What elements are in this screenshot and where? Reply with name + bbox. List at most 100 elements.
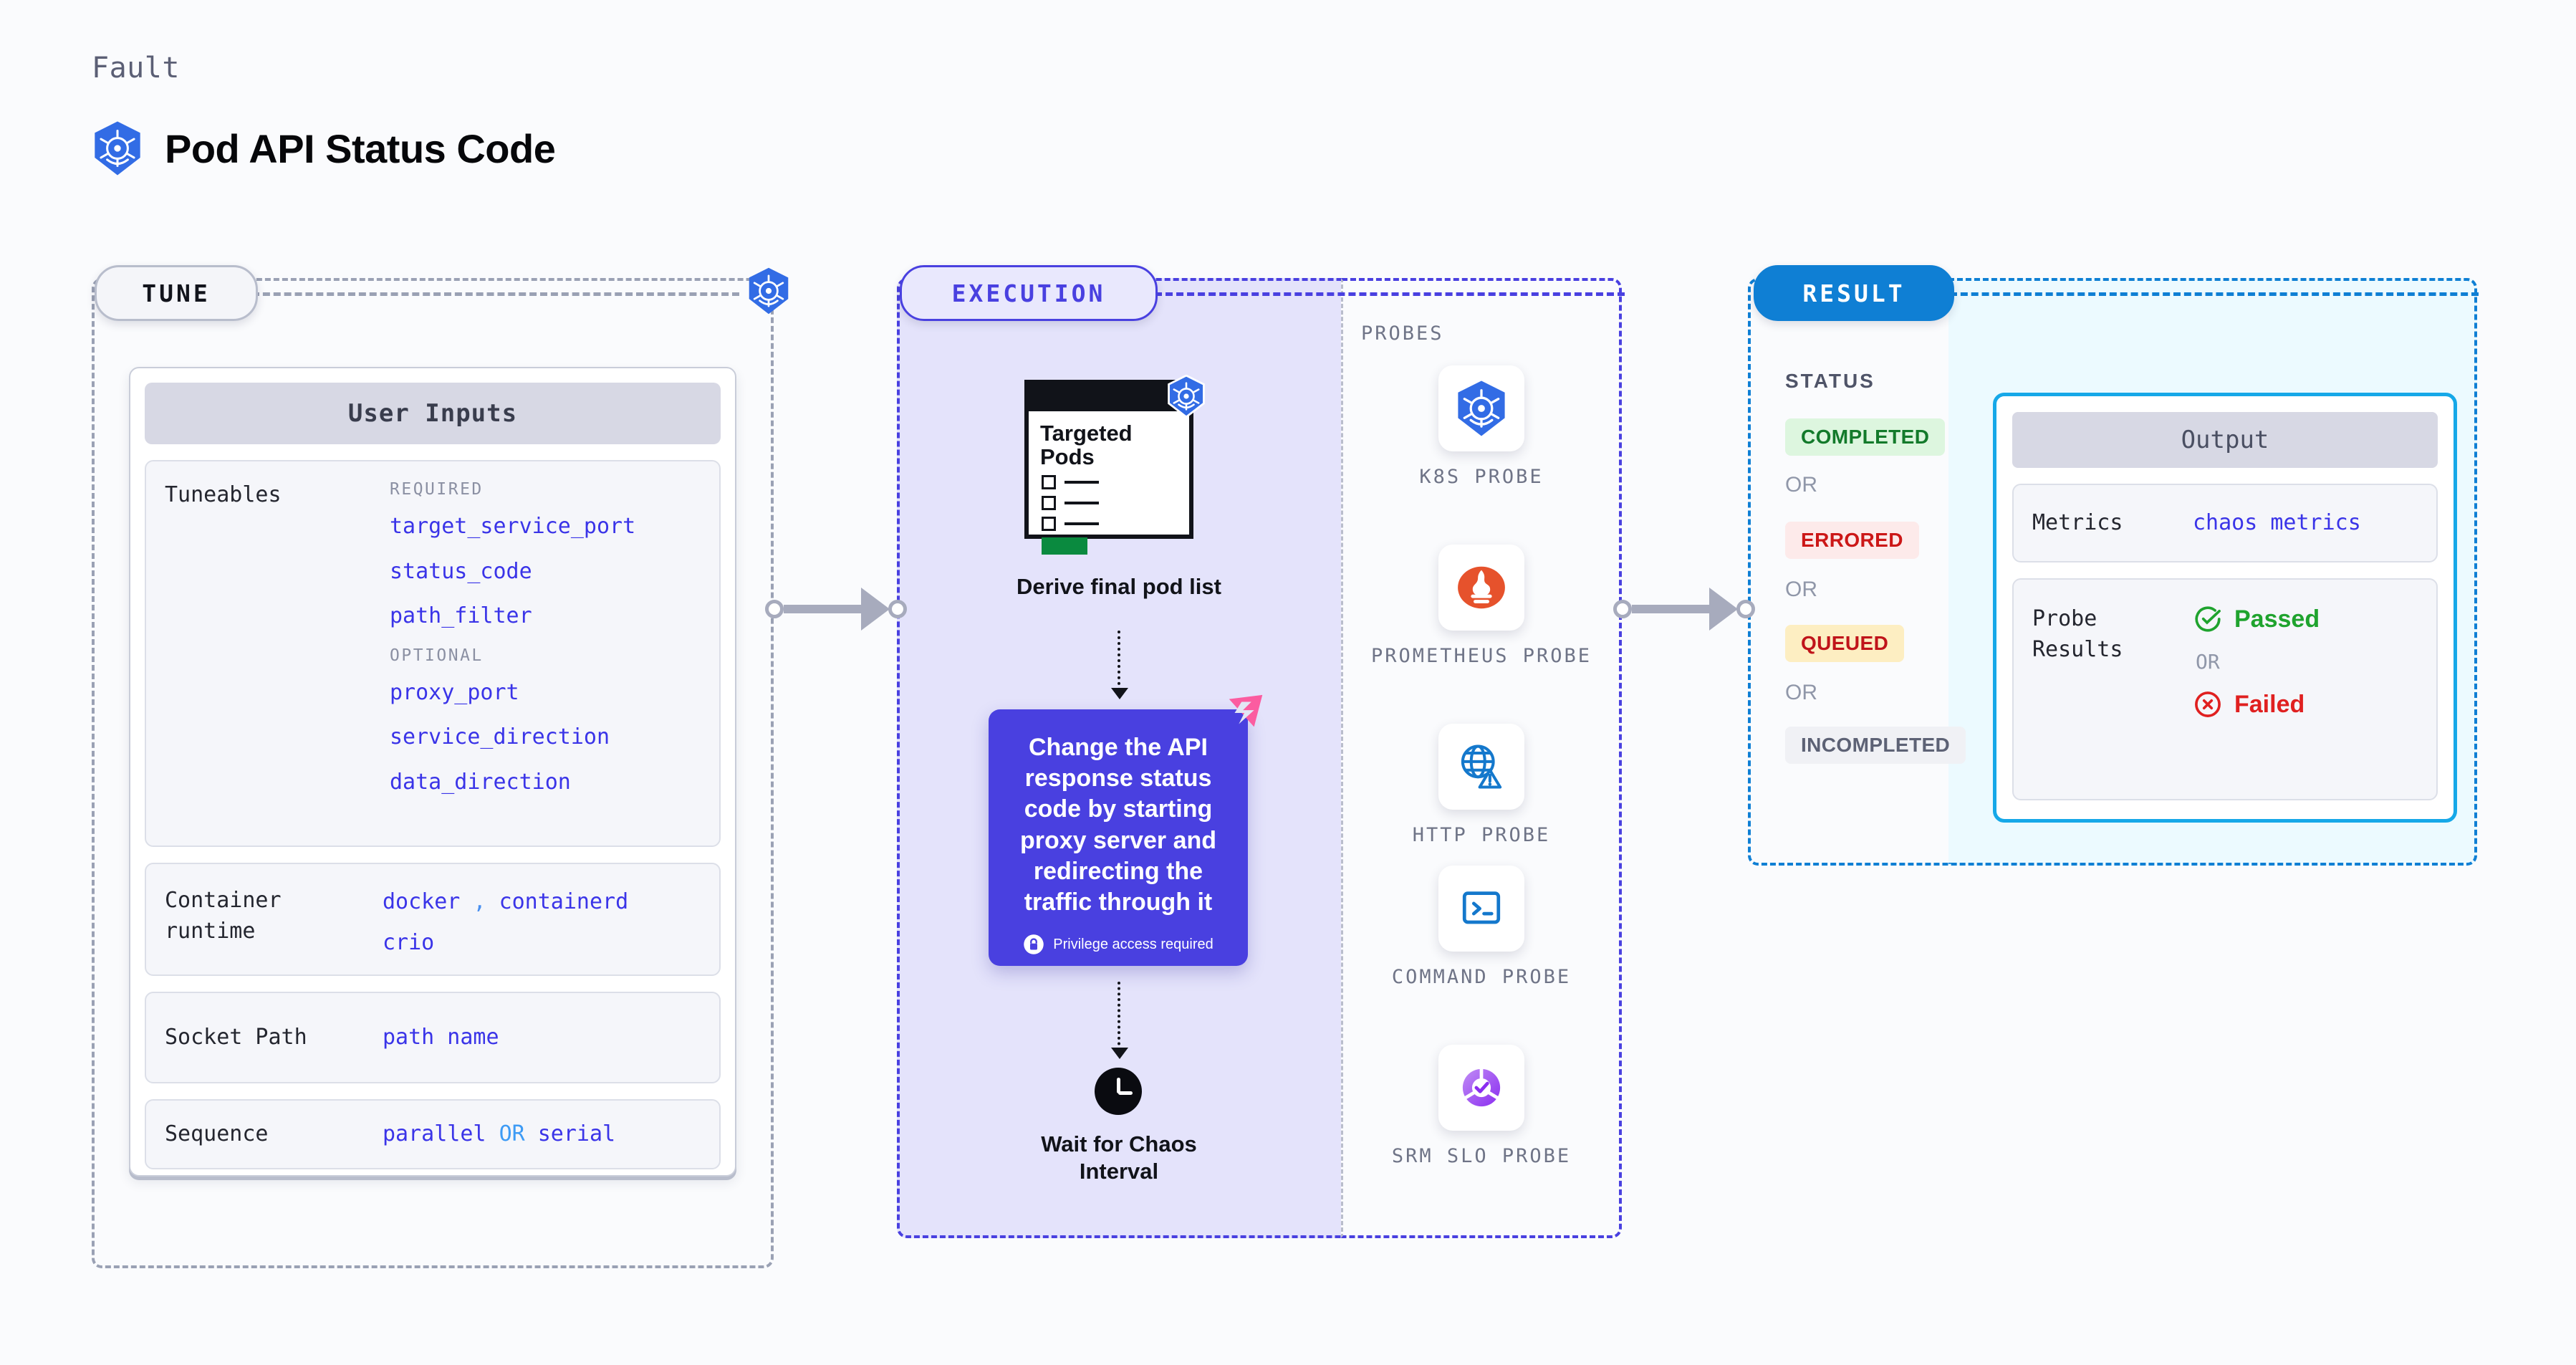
action-description: Change the API response status code by s… (1019, 734, 1217, 916)
kubernetes-icon (1166, 374, 1206, 421)
socket-path-row: Socket Path path name (145, 992, 721, 1083)
container-runtime-label: Container runtime (165, 888, 282, 944)
kubernetes-icon (1438, 365, 1524, 451)
probe-failed: Failed (2193, 689, 2436, 719)
litmus-chaos-icon (1224, 691, 1268, 739)
status-badge-incompleted: INCOMPLETED (1785, 727, 1966, 764)
tuneables-block: Tuneables REQUIRED target_service_port s… (145, 460, 721, 847)
probe-srm-slo[interactable]: SRM SLO PROBE (1341, 1045, 1622, 1169)
x-circle-icon (2193, 689, 2223, 719)
socket-path-value[interactable]: path name (383, 1024, 499, 1050)
sequence-parallel[interactable]: parallel (383, 1121, 486, 1146)
tune-phase-frame (92, 278, 774, 1268)
status-badge-completed: COMPLETED (1785, 418, 1946, 456)
execution-phase-label: EXECUTION (900, 265, 1158, 321)
list-item (1042, 474, 1189, 489)
flow-arrow-tune-to-execution (765, 588, 907, 631)
status-or-2: OR (1785, 578, 1817, 601)
tuneables-label: Tuneables (165, 482, 282, 507)
probe-k8s[interactable]: K8S PROBE (1341, 365, 1622, 490)
privilege-note: Privilege access required (1007, 934, 1229, 955)
kubernetes-icon (92, 120, 143, 176)
document-title-bar (1024, 380, 1193, 411)
probe-failed-text: Failed (2234, 690, 2305, 718)
status-badge-queued: QUEUED (1785, 625, 1905, 662)
flow-arrow-execution-to-result (1613, 588, 1755, 631)
tune-phase-label: TUNE (95, 265, 258, 321)
tune-divider-line (252, 292, 739, 296)
metrics-value[interactable]: chaos metrics (2193, 509, 2361, 535)
sequence-label: Sequence (165, 1121, 269, 1146)
probe-label: HTTP PROBE (1412, 824, 1551, 846)
probe-label: COMMAND PROBE (1391, 966, 1572, 988)
runtime-containerd[interactable]: containerd (499, 889, 629, 914)
status-section-label: STATUS (1785, 370, 1875, 392)
status-or-1: OR (1785, 473, 1817, 497)
terminal-icon (1438, 866, 1524, 952)
list-item (1042, 516, 1189, 531)
tuneable-service-direction[interactable]: service_direction (390, 724, 610, 749)
pods-checklist (1029, 469, 1189, 531)
srm-slo-icon (1438, 1045, 1524, 1131)
sequence-joiner: OR (499, 1121, 525, 1146)
user-inputs-title: User Inputs (145, 383, 721, 444)
status-badge-errored: ERRORED (1785, 522, 1919, 559)
prometheus-icon (1438, 545, 1524, 631)
globe-warning-icon (1438, 724, 1524, 810)
tuneable-path-filter[interactable]: path_filter (390, 603, 532, 628)
probe-http[interactable]: HTTP PROBE (1341, 724, 1622, 848)
lock-icon (1023, 934, 1044, 955)
status-or-3: OR (1785, 681, 1817, 704)
probes-frame (1341, 278, 1622, 1238)
tuneable-target-service-port[interactable]: target_service_port (390, 514, 636, 539)
kubernetes-icon (746, 267, 791, 319)
socket-path-label: Socket Path (165, 1024, 307, 1050)
page-title: Pod API Status Code (165, 125, 556, 171)
tuneable-status-code[interactable]: status_code (390, 558, 532, 584)
metrics-label: Metrics (2032, 509, 2123, 535)
output-title: Output (2012, 412, 2438, 468)
runtime-docker[interactable]: docker (383, 889, 461, 914)
fault-eyebrow: Fault (92, 52, 180, 85)
required-tag: REQUIRED (390, 480, 484, 499)
probe-label: K8S PROBE (1419, 466, 1544, 488)
runtime-crio[interactable]: crio (383, 929, 435, 955)
sequence-serial[interactable]: serial (537, 1121, 616, 1146)
privilege-note-text: Privilege access required (1053, 936, 1213, 952)
tuneable-proxy-port[interactable]: proxy_port (390, 679, 519, 705)
result-phase-frame (1748, 278, 1948, 866)
probe-passed: Passed (2193, 604, 2436, 634)
connector-action-to-wait (1111, 982, 1128, 1059)
probe-label: SRM SLO PROBE (1391, 1145, 1572, 1167)
probe-command[interactable]: COMMAND PROBE (1341, 866, 1622, 990)
check-circle-icon (2193, 604, 2223, 634)
derive-pod-list-caption: Derive final pod list (1017, 574, 1221, 599)
user-inputs-card: User Inputs Tuneables REQUIRED target_se… (129, 367, 736, 1177)
container-runtime-row: Container runtime docker , containerd cr… (145, 863, 721, 976)
progress-bar (1042, 537, 1087, 555)
execution-divider-line (1155, 292, 1625, 296)
runtime-separator: , (473, 889, 486, 914)
page-title-row: Pod API Status Code (92, 120, 556, 176)
action-card: Change the API response status code by s… (989, 694, 1263, 966)
connector-doc-to-action (1111, 631, 1128, 699)
optional-tag: OPTIONAL (390, 646, 484, 665)
metrics-row: Metrics chaos metrics (2012, 484, 2438, 562)
result-phase-label: RESULT (1754, 265, 1954, 321)
probe-passed-text: Passed (2234, 605, 2320, 633)
sequence-row: Sequence parallel OR serial (145, 1099, 721, 1169)
tuneable-data-direction[interactable]: data_direction (390, 769, 571, 795)
result-divider-line (1950, 292, 2479, 296)
clock-icon (1095, 1068, 1142, 1115)
probe-results-or: OR (2196, 650, 2220, 674)
probe-prometheus[interactable]: PROMETHEUS PROBE (1341, 545, 1622, 669)
probes-section-label: PROBES (1361, 322, 1444, 345)
list-item (1042, 495, 1189, 510)
